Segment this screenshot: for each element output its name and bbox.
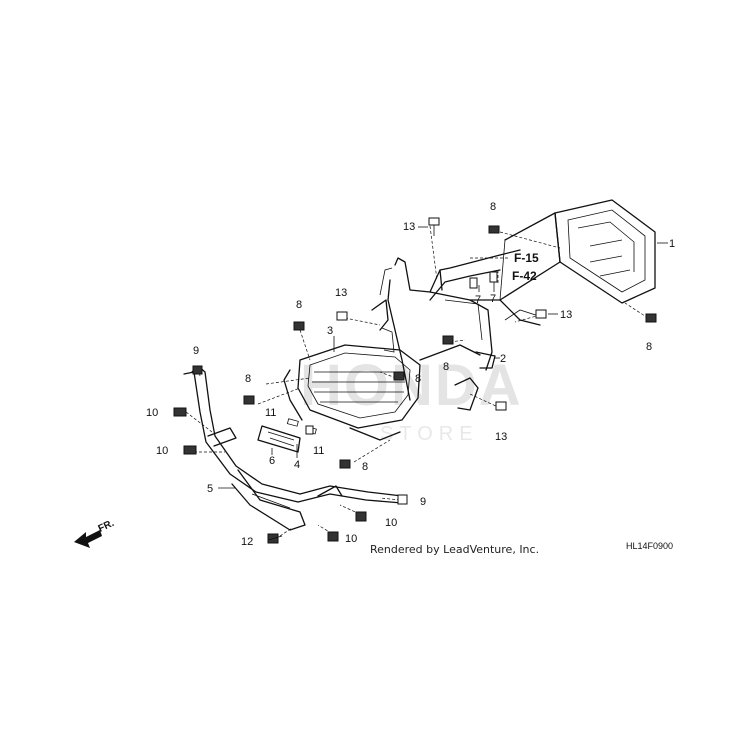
part-1-box[interactable] [499,199,656,304]
callout-11b: 11 [313,445,324,457]
callout-8-bottom: 8 [362,461,368,473]
callout-8-top: 8 [490,201,496,213]
front-label: FR. [97,518,116,535]
callout-10-c: 10 [385,517,397,529]
callout-9-right: 9 [420,496,426,508]
diagram-code: HL14F0900 [626,541,673,551]
callout-8-left: 8 [296,299,302,311]
bolt-8-left [293,321,305,331]
callout-8-right: 8 [646,341,652,353]
callout-8-grille: 8 [415,373,421,385]
bolt-10-b [183,445,197,455]
callout-8-center: 8 [443,361,449,373]
callout-13-mid: 13 [335,287,347,299]
nut-9-left [192,365,203,375]
screw-11b [305,425,314,435]
callout-1: 1 [669,238,675,250]
callout-12: 12 [241,536,253,548]
clip-7b [489,271,498,283]
bolt-10-d [327,531,339,542]
leader-lines [218,226,668,541]
callout-5: 5 [207,483,213,495]
bolt-13-right [535,309,547,319]
fasteners[interactable] [173,217,657,544]
callout-10-a: 10 [146,407,158,419]
bolt-8-bottom [339,459,351,469]
callout-13-right: 13 [560,309,572,321]
callout-13-lower: 13 [495,431,507,443]
ref-f42: F-42 [512,269,537,283]
callout-11a: 11 [265,407,276,419]
callout-10-d: 10 [345,533,357,545]
assembly-lines [185,225,649,537]
rendered-by-text: Rendered by LeadVenture, Inc. [370,543,539,556]
callout-10-b: 10 [156,445,168,457]
bolt-13-top [428,217,440,236]
callout-7a: 7 [475,294,481,306]
callout-6: 6 [269,455,275,467]
bolt-8-top [488,225,500,234]
part-3-housing[interactable] [283,327,481,441]
clip-7a [469,277,478,289]
reference-labels: F-15 F-42 [470,251,539,284]
callout-labels: 1 2 3 4 5 6 7 7 8 8 8 8 8 8 8 9 9 10 10 … [146,201,675,548]
bolt-10-c [355,511,367,522]
watermark-brand: HONDA [300,353,523,418]
bolt-10-a [173,407,187,417]
bolt-8-center [442,335,454,345]
callout-2: 2 [500,353,506,365]
bolt-8-grille [393,371,405,381]
callout-9-left: 9 [193,345,199,357]
bolt-8-right [645,313,657,323]
callout-3: 3 [327,325,333,337]
ref-f15: F-15 [514,251,539,265]
part-4-emblem[interactable] [257,425,301,453]
callout-13-top: 13 [403,221,415,233]
front-direction-arrow: FR. [74,518,116,548]
bolt-13-lower [495,401,507,411]
callout-8-grille-left: 8 [245,373,251,385]
part-2-frame[interactable] [371,249,546,411]
cap-9-right [397,494,408,505]
callout-4: 4 [294,459,300,471]
bolt-8-grille-left [243,395,255,405]
watermark: HONDA STORE [300,353,523,445]
bolt-13-mid [336,311,348,321]
watermark-store: STORE [380,423,479,445]
callout-7b: 7 [490,293,496,305]
